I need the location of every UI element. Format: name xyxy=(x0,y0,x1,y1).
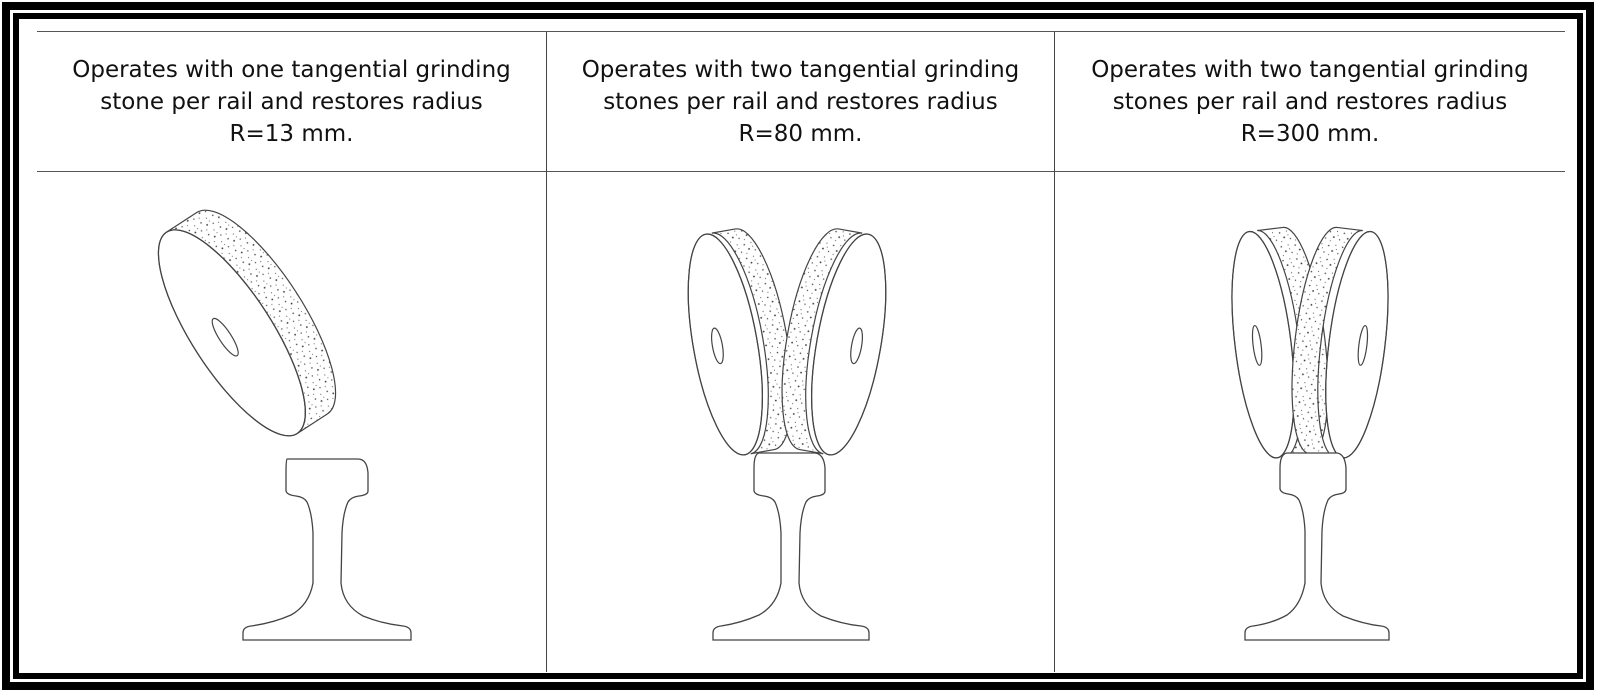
rail-profile xyxy=(242,458,412,641)
caption-r13: Operates with one tangential grinding st… xyxy=(72,56,511,147)
frame-line: Operates with one tangential grinding st… xyxy=(10,10,1586,682)
rail-profile xyxy=(1244,452,1390,641)
column-r80: Operates with two tangential grinding st… xyxy=(547,32,1055,672)
figure-r80 xyxy=(547,173,1054,668)
inner-frame: Operates with one tangential grinding st… xyxy=(13,13,1583,679)
column-r13: Operates with one tangential grinding st… xyxy=(37,32,547,672)
column-header-r300: Operates with two tangential grinding st… xyxy=(1055,32,1565,172)
figure-r13 xyxy=(37,173,546,668)
grinding-stone xyxy=(157,209,337,437)
grinding-stone-right xyxy=(781,228,887,456)
comparison-table: Operates with one tangential grinding st… xyxy=(37,31,1565,672)
grinding-stone-right xyxy=(1291,226,1389,459)
diagram-panel: Operates with one tangential grinding st… xyxy=(19,19,1577,673)
grinding-stone-left xyxy=(687,228,793,456)
rail-profile xyxy=(712,452,870,641)
column-header-r13: Operates with one tangential grinding st… xyxy=(37,32,546,172)
column-header-r80: Operates with two tangential grinding st… xyxy=(547,32,1054,172)
caption-r300: Operates with two tangential grinding st… xyxy=(1091,56,1529,147)
figure-r300 xyxy=(1055,173,1565,668)
column-r300: Operates with two tangential grinding st… xyxy=(1055,32,1565,672)
caption-r80: Operates with two tangential grinding st… xyxy=(581,56,1020,147)
